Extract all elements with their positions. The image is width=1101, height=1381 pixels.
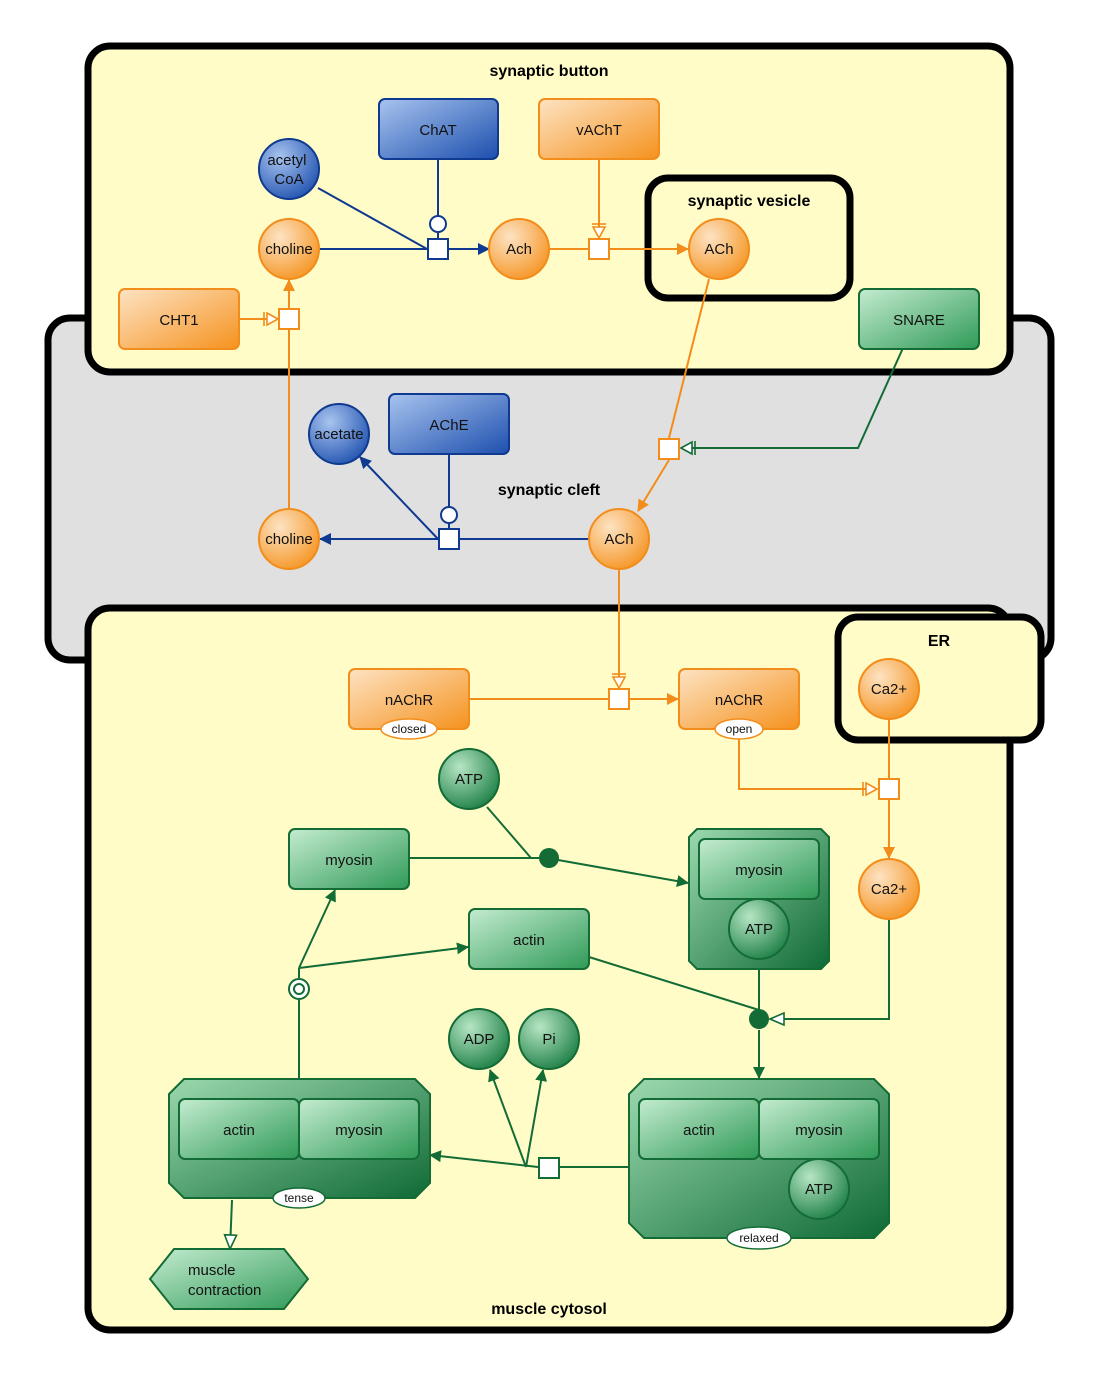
muscle-contraction-line2: contraction bbox=[188, 1282, 261, 1299]
tense-state bbox=[272, 1187, 326, 1209]
nachr-closed-node[interactable]: nAChR closed bbox=[348, 668, 470, 740]
complex-myosin-label: myosin bbox=[735, 862, 783, 879]
muscle-cytosol-label: muscle cytosol bbox=[491, 1301, 607, 1318]
choline-button-node[interactable]: choline bbox=[258, 218, 320, 280]
pi-label: Pi bbox=[542, 1031, 555, 1048]
ca-er-node[interactable]: Ca2+ bbox=[858, 658, 920, 720]
ach-vesicle-label: ACh bbox=[704, 241, 733, 258]
relaxed-actin-label: actin bbox=[683, 1122, 715, 1139]
association-myosin-atp bbox=[539, 848, 559, 868]
ach-button-label: Ach bbox=[506, 241, 532, 258]
vacht-node[interactable]: vAChT bbox=[538, 98, 660, 160]
adp-label: ADP bbox=[464, 1031, 495, 1048]
catalysis-circle-chat bbox=[429, 215, 447, 233]
actin-free-label: actin bbox=[513, 932, 545, 949]
relaxed-state bbox=[726, 1226, 792, 1250]
nachr-closed-label: nAChR bbox=[385, 692, 434, 709]
chat-node[interactable]: ChAT bbox=[378, 98, 499, 160]
process-vesicle-loading bbox=[588, 238, 610, 260]
choline-cleft-label: choline bbox=[265, 531, 313, 548]
process-atp-hydrolysis bbox=[538, 1157, 560, 1179]
edges-synaptic-cleft bbox=[288, 278, 904, 545]
choline-cleft-node[interactable]: choline bbox=[258, 508, 320, 570]
ach-button-node[interactable]: Ach bbox=[488, 218, 550, 280]
myosin-free-label: myosin bbox=[325, 852, 373, 869]
complex-atp-subunit bbox=[728, 898, 790, 960]
ca-cytosol-node[interactable]: Ca2+ bbox=[858, 858, 920, 920]
association-actomyosin bbox=[749, 1009, 769, 1029]
myosin-atp-complex[interactable]: myosin ATP bbox=[688, 828, 830, 970]
tense-myosin-label: myosin bbox=[335, 1122, 383, 1139]
atp-free-label: ATP bbox=[455, 771, 483, 788]
ache-label: AChE bbox=[429, 417, 468, 434]
relaxed-state-label: relaxed bbox=[739, 1231, 778, 1245]
acetyl-coa-node[interactable]: acetyl CoA bbox=[258, 138, 320, 200]
acetate-node[interactable]: acetate bbox=[308, 403, 370, 465]
dissociation-inner bbox=[293, 983, 305, 995]
er-label: ER bbox=[928, 633, 951, 650]
process-exocytosis bbox=[658, 438, 680, 460]
relaxed-actomyosin-complex[interactable]: actin myosin ATP relaxed bbox=[628, 1078, 890, 1250]
edges-muscle-cytosol bbox=[230, 569, 895, 1249]
myosin-free-node[interactable]: myosin bbox=[288, 828, 410, 890]
muscle-contraction-label: muscle contraction bbox=[188, 1262, 261, 1299]
acetyl-coa-line2: CoA bbox=[274, 171, 303, 188]
ache-node[interactable]: AChE bbox=[388, 393, 510, 455]
muscle-contraction-node[interactable]: muscle contraction bbox=[148, 1248, 310, 1310]
vacht-label: vAChT bbox=[576, 122, 622, 139]
ca-er-label: Ca2+ bbox=[871, 681, 908, 698]
tense-actin-label: actin bbox=[223, 1122, 255, 1139]
complex-atp-label: ATP bbox=[745, 921, 773, 938]
nachr-open-state-label: open bbox=[726, 722, 753, 736]
tense-actomyosin-complex[interactable]: actin myosin tense bbox=[168, 1078, 431, 1209]
actin-free-node[interactable]: actin bbox=[468, 908, 590, 970]
process-ach-synthesis bbox=[427, 238, 449, 260]
snare-node[interactable]: SNARE bbox=[858, 288, 980, 350]
synaptic-button-label: synaptic button bbox=[489, 63, 608, 80]
process-choline-uptake bbox=[278, 308, 300, 330]
synaptic-cleft-label: synaptic cleft bbox=[498, 482, 601, 499]
atp-free-node[interactable]: ATP bbox=[438, 748, 500, 810]
acetyl-coa-line1: acetyl bbox=[267, 152, 306, 169]
process-nachr-opening bbox=[608, 688, 630, 710]
ach-cleft-label: ACh bbox=[604, 531, 633, 548]
ach-cleft-node[interactable]: ACh bbox=[588, 508, 650, 570]
synaptic-vesicle-label: synaptic vesicle bbox=[688, 193, 811, 210]
muscle-contraction-line1: muscle bbox=[188, 1262, 236, 1279]
tense-myosin-subunit bbox=[298, 1098, 420, 1160]
ach-vesicle-node[interactable]: ACh bbox=[688, 218, 750, 280]
acetate-label: acetate bbox=[314, 426, 363, 443]
process-ach-hydrolysis bbox=[438, 528, 460, 550]
snare-label: SNARE bbox=[893, 312, 945, 329]
acetyl-coa-label: acetyl CoA bbox=[267, 152, 310, 188]
nachr-open-state bbox=[714, 718, 764, 740]
relaxed-atp-subunit bbox=[788, 1158, 850, 1220]
nachr-open-label: nAChR bbox=[715, 692, 764, 709]
nachr-closed-state-label: closed bbox=[392, 722, 427, 736]
process-ca-release bbox=[878, 778, 900, 800]
pi-node[interactable]: Pi bbox=[518, 1008, 580, 1070]
tense-state-label: tense bbox=[284, 1191, 314, 1205]
cht1-label: CHT1 bbox=[159, 312, 198, 329]
process-nodes bbox=[278, 215, 900, 1179]
nachr-open-node[interactable]: nAChR open bbox=[678, 668, 800, 740]
chat-label: ChAT bbox=[419, 122, 456, 139]
relaxed-atp-label: ATP bbox=[805, 1181, 833, 1198]
relaxed-myosin-label: myosin bbox=[795, 1122, 843, 1139]
ca-cytosol-label: Ca2+ bbox=[871, 881, 908, 898]
edges-synaptic-button bbox=[240, 159, 689, 319]
cht1-node[interactable]: CHT1 bbox=[118, 288, 240, 350]
catalysis-circle-ache bbox=[440, 506, 458, 524]
adp-node[interactable]: ADP bbox=[448, 1008, 510, 1070]
nachr-closed-state bbox=[380, 718, 438, 740]
choline-button-label: choline bbox=[265, 241, 313, 258]
